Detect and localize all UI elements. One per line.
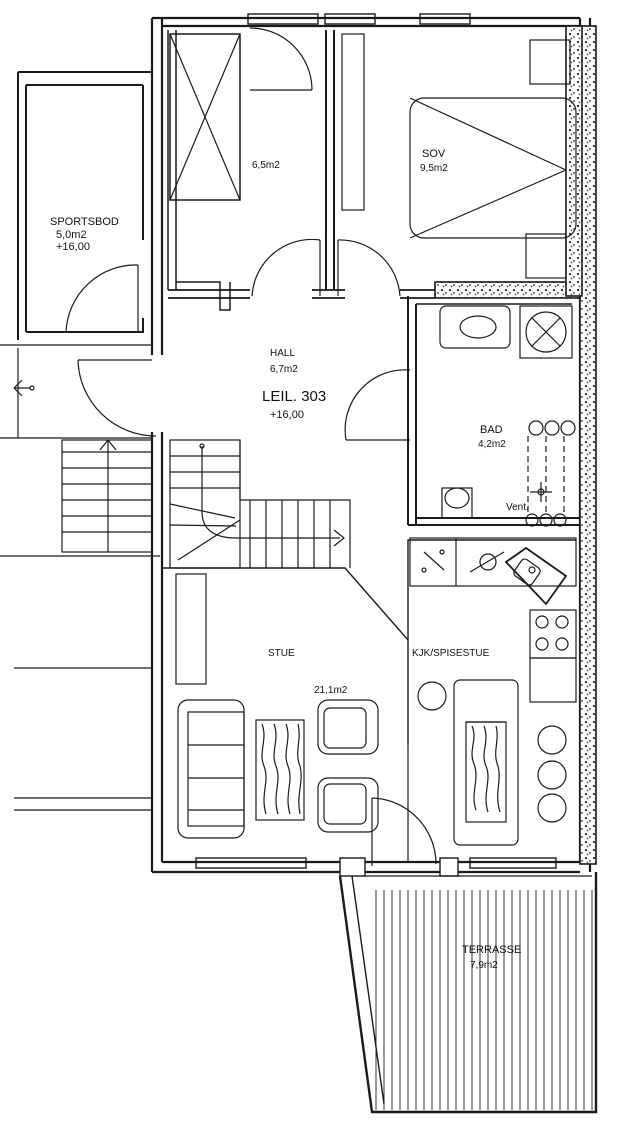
sov-name: SOV	[422, 148, 446, 160]
sportsbod-level: +16,00	[56, 241, 90, 253]
internal-stair	[169, 439, 351, 569]
storage-room	[167, 27, 335, 311]
exterior-stair-left	[0, 344, 160, 811]
bad-name: BAD	[480, 424, 503, 436]
bathroom	[344, 296, 580, 527]
shower-area	[525, 420, 576, 527]
windows-bottom	[195, 857, 557, 877]
hall-name: HALL	[270, 348, 296, 359]
sportsbod-name: SPORTSBOD	[50, 216, 119, 228]
hall-area: 6,7m2	[270, 364, 298, 375]
sov-area: 9,5m2	[420, 163, 448, 174]
stue-name: STUE	[268, 648, 295, 659]
terrace	[338, 872, 598, 1114]
kitchen	[409, 537, 577, 846]
entry-door	[77, 359, 157, 437]
windows-top	[247, 13, 471, 25]
storage-area: 6,5m2	[252, 160, 280, 171]
stone-wall-bath-top	[434, 281, 581, 299]
bad-area: 4,2m2	[478, 439, 506, 450]
stue-area: 21,1m2	[314, 685, 348, 696]
unit-id: LEIL. 303	[262, 388, 327, 405]
living-room	[175, 573, 437, 866]
sportsbod-area: 5,0m2	[56, 229, 87, 241]
bedroom	[341, 33, 577, 279]
sportsbod-room	[17, 71, 152, 340]
bad-vent: Vent.	[506, 502, 529, 513]
stone-wall-right	[579, 25, 597, 865]
unit-level: +16,00	[270, 409, 304, 421]
terrasse-name: TERRASSE	[462, 944, 522, 956]
terrasse-area: 7,9m2	[470, 960, 498, 971]
kitchen-name: KJK/SPISESTUE	[412, 648, 490, 659]
stone-wall-bath-side	[565, 25, 583, 297]
